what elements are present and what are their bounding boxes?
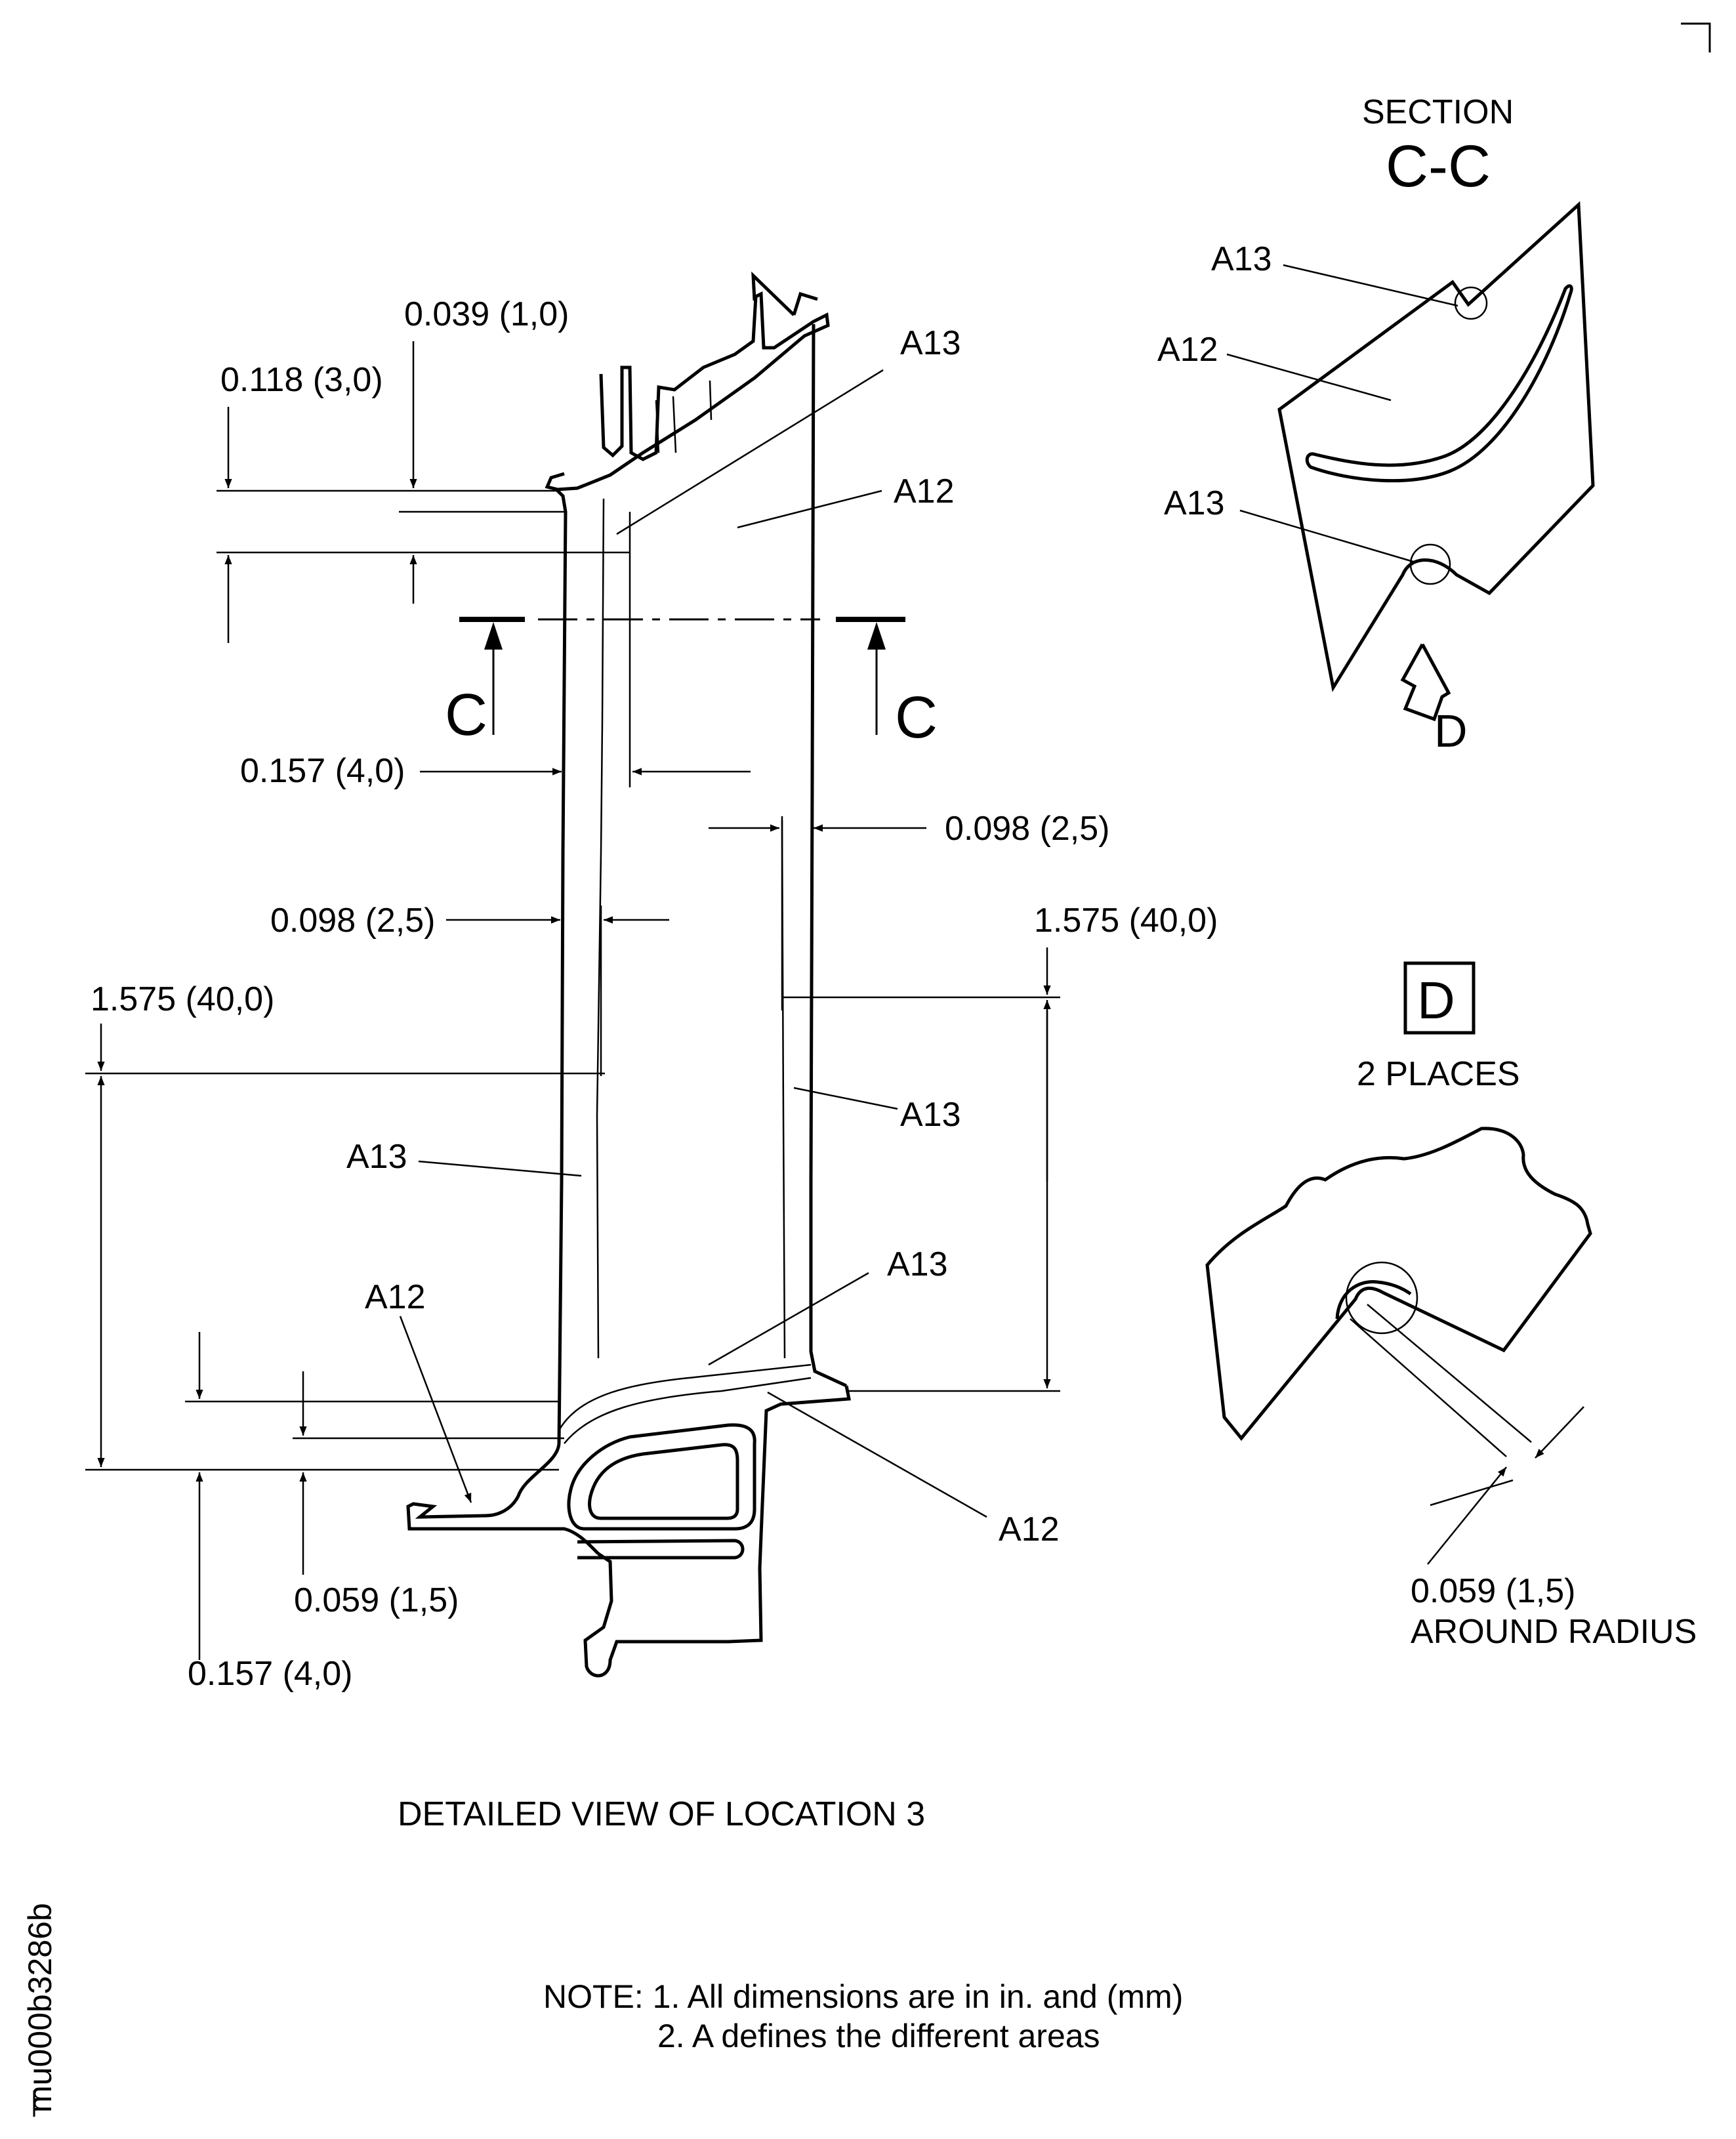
view-d-box [1403, 961, 1476, 1035]
view-caption: DETAILED VIEW OF LOCATION 3 [398, 1795, 925, 1833]
dim-0059-bottom: 0.059 (1,5) [294, 1581, 459, 1619]
blade-outline [406, 271, 852, 1678]
area-leaders-main [399, 369, 987, 1518]
area-a13-bottom: A13 [887, 1245, 948, 1283]
view-d-dim: 0.059 (1,5) [1411, 1572, 1576, 1610]
dim-0098-left: 0.098 (2,5) [270, 902, 436, 940]
cc-area-a12: A12 [1157, 331, 1218, 369]
dim-0157-top: 0.157 (4,0) [240, 752, 405, 790]
figure-id: mu000b3286b [22, 1903, 58, 2113]
dim-0098-right-lines [709, 816, 926, 1010]
dim-1575-right-lines [782, 947, 1060, 1392]
area-a12-left: A12 [365, 1278, 426, 1316]
section-line-cc [459, 617, 905, 735]
cc-area-a13-top: A13 [1211, 240, 1272, 278]
dim-1575-left-lines [85, 1024, 605, 1471]
dim-bottom-lines [185, 1332, 564, 1660]
dim-0118: 0.118 (3,0) [220, 361, 383, 399]
dim-0098-left-lines [446, 905, 669, 1076]
note-line-1: NOTE: 1. All dimensions are in in. and (… [543, 1978, 1183, 2015]
dim-0157-top-lines [420, 512, 751, 787]
view-d-letter: D [1417, 971, 1455, 1029]
view-d-arrow-label: D [1434, 705, 1468, 757]
dim-0098-right: 0.098 (2,5) [945, 810, 1110, 848]
dim-top-vertical [217, 341, 630, 643]
area-a12-top: A12 [894, 472, 955, 510]
dim-0157-bottom: 0.157 (4,0) [188, 1655, 353, 1693]
section-label-c-right: C [895, 685, 938, 751]
area-a13-top: A13 [900, 324, 961, 362]
dim-0039: 0.039 (1,0) [404, 295, 569, 333]
dim-1575-right: 1.575 (40,0) [1034, 902, 1218, 940]
section-cc-name: C-C [1386, 134, 1491, 199]
cc-area-a13-bottom: A13 [1164, 484, 1225, 522]
area-a13-left: A13 [346, 1138, 407, 1176]
view-d-shape [1205, 1127, 1592, 1565]
area-a13-right: A13 [900, 1096, 961, 1134]
corner-mark [1681, 22, 1711, 52]
section-cc-shape [1226, 201, 1595, 722]
section-cc-title: SECTION [1362, 93, 1514, 131]
area-a12-bottom: A12 [999, 1510, 1060, 1548]
note-line-2: 2. A defines the different areas [657, 2018, 1100, 2054]
view-d-dim-note: AROUND RADIUS [1411, 1613, 1697, 1651]
section-label-c-left: C [445, 682, 487, 748]
dim-1575-left: 1.575 (40,0) [91, 980, 274, 1018]
view-d-places: 2 PLACES [1357, 1055, 1520, 1093]
